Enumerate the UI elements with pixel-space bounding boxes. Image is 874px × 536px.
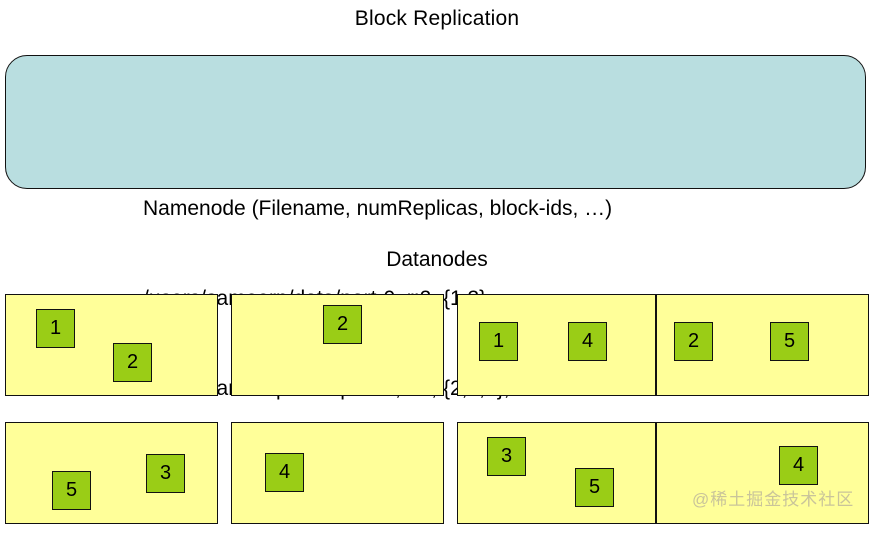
datanode-2: 2	[231, 294, 444, 396]
datanode-grid: 1 2 2 1 4 2 5 5 3 4	[5, 294, 869, 530]
block-square: 5	[575, 468, 614, 507]
block-square: 4	[265, 453, 304, 492]
datanode-1: 1 2	[5, 294, 218, 396]
block-square: 2	[113, 343, 152, 382]
datanode-5: 5 3	[5, 422, 218, 524]
namenode-line-header: Namenode (Filename, numReplicas, block-i…	[143, 197, 613, 220]
datanode-row-1: 1 2 2 1 4 2 5	[5, 294, 869, 396]
datanode-8: 4	[656, 422, 869, 524]
datanode-6: 4	[231, 422, 444, 524]
block-square: 5	[52, 471, 91, 510]
datanodes-label: Datanodes	[386, 248, 488, 271]
datanode-3: 1 4	[457, 294, 656, 396]
datanode-row-2: 5 3 4 3 5 4	[5, 422, 869, 524]
watermark: @稀土掘金技术社区	[692, 490, 855, 509]
block-square: 1	[479, 322, 518, 361]
block-square: 3	[487, 437, 526, 476]
block-square: 3	[146, 454, 185, 493]
block-square: 2	[323, 305, 362, 344]
block-square: 4	[779, 446, 818, 485]
datanode-4: 2 5	[656, 294, 869, 396]
block-square: 1	[36, 309, 75, 348]
namenode-box: Namenode (Filename, numReplicas, block-i…	[5, 55, 866, 400]
block-square: 5	[770, 322, 809, 361]
block-square: 4	[568, 322, 607, 361]
datanode-7: 3 5	[457, 422, 656, 524]
block-square: 2	[674, 322, 713, 361]
page-title: Block Replication	[354, 7, 520, 30]
